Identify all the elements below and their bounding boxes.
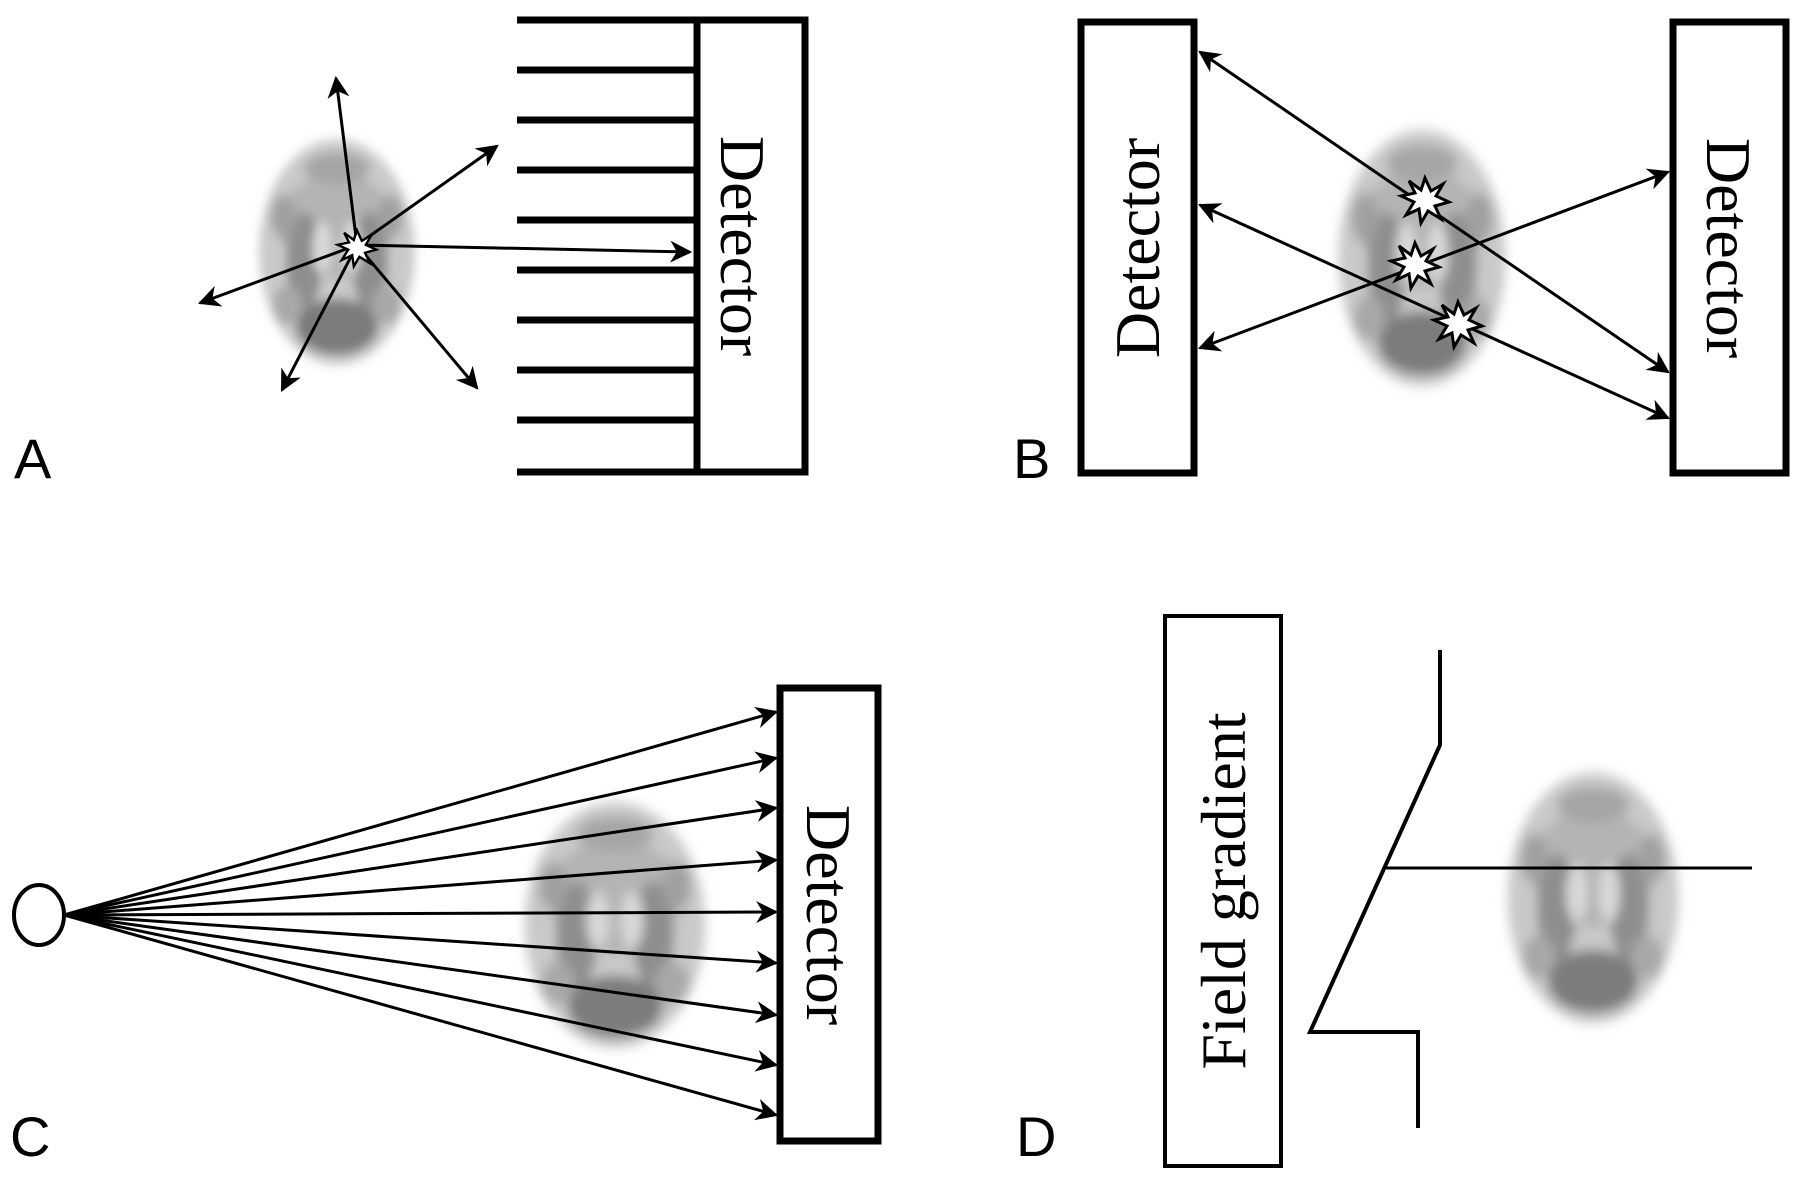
x-ray-source-icon [12,883,66,947]
panel-c: Detector C [10,684,882,1168]
panel-label-a: A [14,427,52,490]
detector-label: Detector [707,136,778,356]
brain-slice-image [1507,772,1679,1024]
panel-label-b: B [1013,427,1050,490]
panel-d: Field gradient D [1016,614,1752,1168]
panel-label-c: C [10,1105,50,1168]
emission-arrows [197,75,693,392]
collimator [517,16,695,476]
detector-label-left: Detector [1102,138,1173,358]
panel-b: Detector Detector B [1013,18,1790,490]
detector-label: Detector [793,805,864,1025]
detector-box [776,684,882,1145]
brain-slice-image [524,802,706,1048]
x-ray-beams [63,706,779,1121]
detector-box [693,16,809,476]
detector-label-right: Detector [1693,138,1764,358]
panel-label-d: D [1016,1105,1056,1168]
panel-a: Detector A [14,16,809,490]
field-gradient-label: Field gradient [1188,712,1259,1069]
gradient-profile [1306,650,1442,1128]
detector-box-right [1669,18,1790,477]
field-gradient-box [1163,614,1283,1168]
detector-box-left [1077,18,1198,477]
